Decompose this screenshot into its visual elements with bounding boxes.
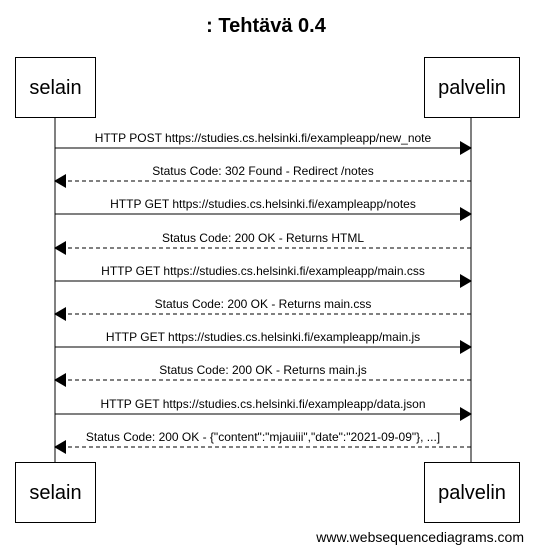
footer-credit: www.websequencediagrams.com	[315, 529, 524, 545]
message-list: HTTP POST https://studies.cs.helsinki.fi…	[54, 131, 472, 454]
message-5: HTTP GET https://studies.cs.helsinki.fi/…	[55, 264, 472, 288]
message-8: Status Code: 200 OK - Returns main.js	[54, 363, 471, 387]
actor-selain-bottom: selain	[15, 462, 96, 523]
actor-selain-bottom-label: selain	[29, 482, 81, 504]
message-3-label: HTTP GET https://studies.cs.helsinki.fi/…	[110, 197, 416, 211]
actor-palvelin-top-label: palvelin	[438, 77, 506, 99]
message-10-label: Status Code: 200 OK - {"content":"mjauii…	[86, 430, 440, 444]
message-1: HTTP POST https://studies.cs.helsinki.fi…	[55, 131, 472, 155]
message-9-label: HTTP GET https://studies.cs.helsinki.fi/…	[100, 397, 425, 411]
actor-palvelin-bottom: palvelin	[424, 462, 520, 523]
message-4-label: Status Code: 200 OK - Returns HTML	[162, 231, 364, 245]
message-1-label: HTTP POST https://studies.cs.helsinki.fi…	[95, 131, 432, 145]
actor-palvelin-bottom-label: palvelin	[438, 482, 506, 504]
message-2: Status Code: 302 Found - Redirect /notes	[54, 164, 471, 188]
actor-selain-top-label: selain	[29, 77, 81, 99]
actor-palvelin-top: palvelin	[424, 57, 520, 118]
message-4: Status Code: 200 OK - Returns HTML	[54, 231, 471, 255]
message-3: HTTP GET https://studies.cs.helsinki.fi/…	[55, 197, 472, 221]
message-7-label: HTTP GET https://studies.cs.helsinki.fi/…	[106, 330, 420, 344]
message-6-label: Status Code: 200 OK - Returns main.css	[155, 297, 372, 311]
actor-selain-top: selain	[15, 57, 96, 118]
message-6: Status Code: 200 OK - Returns main.css	[54, 297, 471, 321]
message-10: Status Code: 200 OK - {"content":"mjauii…	[54, 430, 471, 454]
message-7: HTTP GET https://studies.cs.helsinki.fi/…	[55, 330, 472, 354]
message-9: HTTP GET https://studies.cs.helsinki.fi/…	[55, 397, 472, 421]
message-5-label: HTTP GET https://studies.cs.helsinki.fi/…	[101, 264, 425, 278]
diagram-title: : Tehtävä 0.4	[206, 15, 327, 37]
message-8-label: Status Code: 200 OK - Returns main.js	[159, 363, 366, 377]
message-2-label: Status Code: 302 Found - Redirect /notes	[152, 164, 373, 178]
